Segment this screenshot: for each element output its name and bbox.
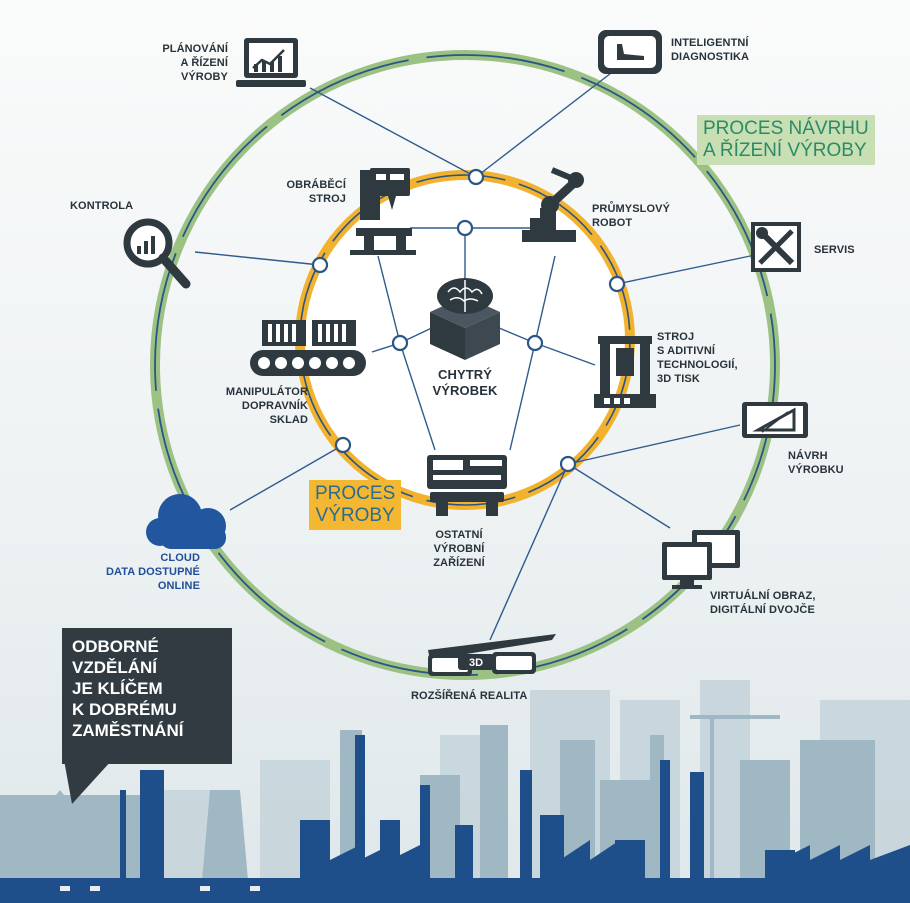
- milling-machine-icon: [350, 168, 416, 255]
- laptop-chart-icon: [236, 38, 306, 87]
- center-label: CHYTRÝ VÝROBEK: [432, 367, 498, 398]
- label-machining: OBRÁBĚCÍ STROJ: [286, 179, 346, 205]
- robot-arm-icon: [522, 167, 584, 242]
- 3d-printer-icon: [594, 336, 656, 408]
- label-design: NÁVRH VÝROBKU: [788, 450, 844, 476]
- tools-icon: [751, 222, 801, 272]
- connector-nodes: [311, 168, 626, 473]
- label-diagnostics: INTELIGENTNÍ DIAGNOSTIKA: [671, 37, 750, 63]
- label-conveyor: MANIPULÁTOR DOPRAVNÍK SKLAD: [225, 386, 308, 426]
- label-cloud: CLOUD DATA DOSTUPNÉ ONLINE: [106, 552, 200, 592]
- callout-box: [62, 628, 232, 764]
- label-other: OSTATNÍ VÝROBNÍ ZAŘÍZENÍ: [433, 529, 485, 569]
- label-ar: ROZŠÍŘENÁ REALITA: [411, 690, 528, 702]
- 3d-badge: 3D: [469, 657, 483, 669]
- 3d-glasses-icon: [428, 634, 556, 676]
- callout-tail: [64, 760, 112, 804]
- label-additive: STROJ S ADITIVNÍ TECHNOLOGIÍ, 3D TISK: [657, 331, 738, 385]
- label-control: KONTROLA: [70, 200, 134, 212]
- outer-ring-title: PROCES NÁVRHU A ŘÍZENÍ VÝROBY: [697, 115, 875, 165]
- dual-monitor-icon: [662, 530, 740, 589]
- label-robot: PRŮMYSLOVÝ ROBOT: [592, 203, 671, 229]
- brain-cube-icon: [430, 278, 500, 360]
- label-planning: PLÁNOVÁNÍ A ŘÍZENÍ VÝROBY: [162, 43, 228, 83]
- callout-text: ODBORNÉ VZDĚLÁNÍ JE KLÍČEM K DOBRÉMU ZAM…: [72, 637, 184, 740]
- conveyor-icon: [250, 320, 366, 376]
- diagnostics-screen-icon: [598, 30, 662, 74]
- city-skyline: [0, 680, 910, 903]
- connector-lines: [194, 69, 756, 641]
- label-twin: VIRTUÁLNÍ OBRAZ, DIGITÁLNÍ DVOJČE: [710, 590, 816, 616]
- label-service: SERVIS: [814, 244, 855, 256]
- equipment-icon: [427, 455, 507, 516]
- cloud-icon: [146, 494, 226, 549]
- inner-ring-title: PROCES VÝROBY: [309, 480, 402, 530]
- magnifier-chart-icon: [123, 218, 191, 289]
- design-tablet-icon: [742, 402, 808, 438]
